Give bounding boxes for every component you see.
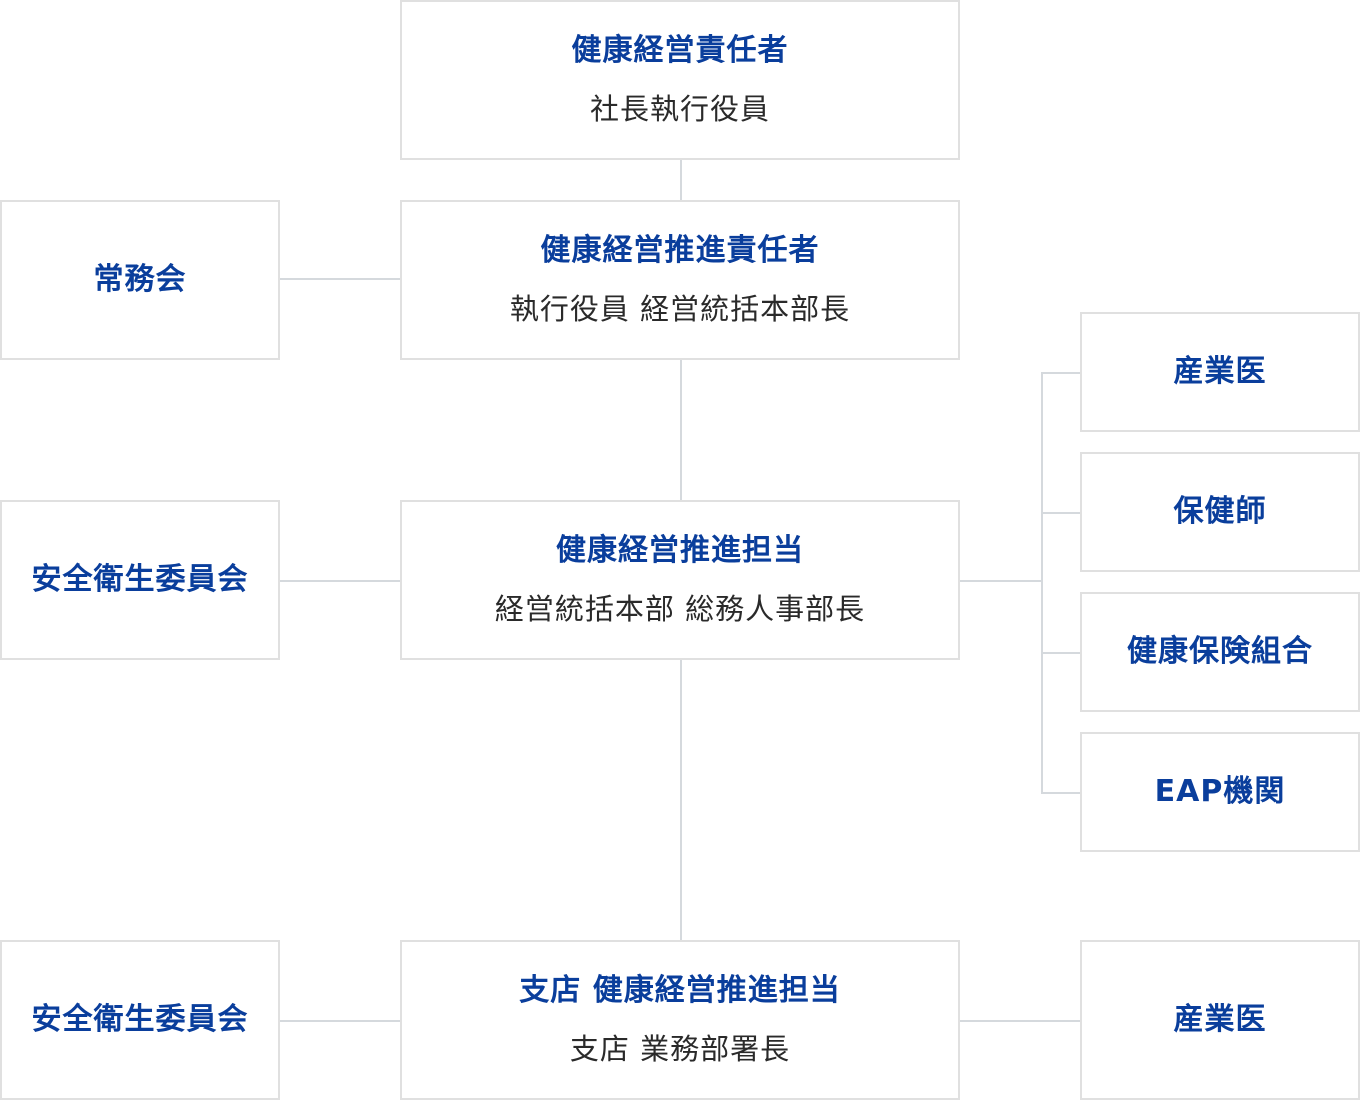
connector-manager-branch [680,659,682,941]
branch-title: 支店 健康経営推進担当 [519,973,841,1008]
eap-organization-label: EAP機関 [1154,774,1286,809]
health-insurance-union-box: 健康保険組合 [1080,592,1360,712]
connector-bracket-item-2 [1041,512,1081,514]
connector-promoter-manager [680,359,682,501]
top-executive-subtitle: 社長執行役員 [589,92,770,126]
connector-branch-doctor [959,1020,1081,1022]
connector-top-promoter [680,159,682,201]
public-health-nurse-box: 保健師 [1080,452,1360,572]
connector-bracket-vertical [1041,372,1043,794]
connector-manager-bracket [959,580,1041,582]
occupational-physician-label: 産業医 [1173,354,1267,389]
connector-safety-branch [279,1020,401,1022]
branch-subtitle: 支店 業務部署長 [569,1032,791,1066]
branch-physician-label: 産業医 [1173,1002,1267,1037]
promoter-subtitle: 執行役員 経営統括本部長 [509,292,851,326]
connector-bracket-item-3 [1041,652,1081,654]
board-box: 常務会 [0,200,280,360]
branch-physician-box: 産業医 [1080,940,1360,1100]
manager-box: 健康経営推進担当 経営統括本部 総務人事部長 [400,500,960,660]
safety-committee-hq-label: 安全衛生委員会 [31,562,249,597]
top-executive-box: 健康経営責任者 社長執行役員 [400,0,960,160]
safety-committee-branch-label: 安全衛生委員会 [31,1002,249,1037]
manager-title: 健康経営推進担当 [556,533,804,568]
promoter-title: 健康経営推進責任者 [540,233,820,268]
occupational-physician-box: 産業医 [1080,312,1360,432]
top-executive-title: 健康経営責任者 [571,33,789,68]
manager-subtitle: 経営統括本部 総務人事部長 [494,592,866,626]
eap-organization-box: EAP機関 [1080,732,1360,852]
safety-committee-branch-box: 安全衛生委員会 [0,940,280,1100]
promoter-box: 健康経営推進責任者 執行役員 経営統括本部長 [400,200,960,360]
connector-board-promoter [279,278,401,280]
board-label: 常務会 [93,262,187,297]
health-insurance-union-label: 健康保険組合 [1127,634,1313,669]
branch-box: 支店 健康経営推進担当 支店 業務部署長 [400,940,960,1100]
connector-bracket-item-4 [1041,792,1081,794]
public-health-nurse-label: 保健師 [1173,494,1267,529]
connector-safety-manager [279,580,401,582]
connector-bracket-item-1 [1041,372,1081,374]
safety-committee-hq-box: 安全衛生委員会 [0,500,280,660]
